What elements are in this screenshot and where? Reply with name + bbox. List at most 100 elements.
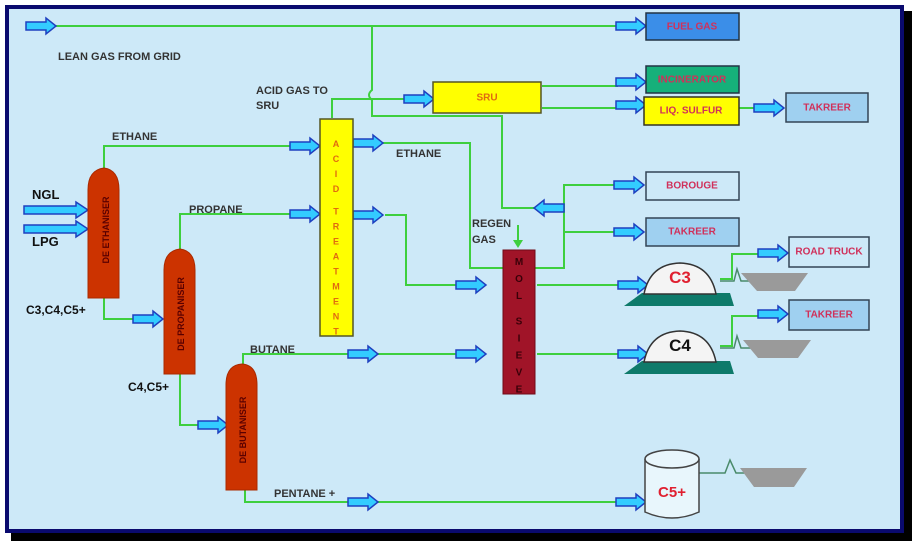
arrow-icon xyxy=(347,493,379,511)
liq-sulfur-label: LIQ. SULFUR xyxy=(660,106,724,117)
sru-unit[interactable]: SRU xyxy=(432,81,542,114)
flow-arrows xyxy=(23,17,789,511)
arrow-icon xyxy=(615,493,647,511)
stacked-letter: D xyxy=(333,184,340,194)
regen-gas-label-line1: REGEN xyxy=(472,218,511,230)
butane-label: BUTANE xyxy=(250,344,295,356)
arrow-icon xyxy=(25,17,57,35)
c3-storage-sphere[interactable]: C3 xyxy=(624,262,734,306)
lpg-arrow-icon xyxy=(23,219,90,239)
arrow-icon xyxy=(403,90,435,108)
regen-gas-arrow-head xyxy=(513,240,523,248)
c3-label: C3 xyxy=(669,268,691,287)
arrow-icon xyxy=(617,276,649,294)
pipe-ethane-top xyxy=(103,145,292,172)
arrow-icon xyxy=(613,223,645,241)
stacked-letter: T xyxy=(333,207,339,217)
stacked-letter: M xyxy=(515,257,523,268)
pipe-c3-truck xyxy=(720,253,760,280)
pipe-pentane xyxy=(244,490,618,503)
stacked-letter: O xyxy=(515,274,523,285)
c4-label: C4 xyxy=(669,336,691,355)
stacked-letter: R xyxy=(333,222,340,232)
c5-storage-tank[interactable]: C5+ xyxy=(644,449,700,519)
road-truck-label: ROAD TRUCK xyxy=(795,247,863,258)
pipe-c5-loading xyxy=(698,458,746,474)
acid-gas-label-line1: ACID GAS TO xyxy=(256,85,328,97)
stacked-letter: E xyxy=(516,385,523,396)
arrow-icon xyxy=(615,17,647,35)
sru-label: SRU xyxy=(476,93,497,104)
pipe-ethane-mid xyxy=(380,142,565,269)
stacked-letter: L xyxy=(516,291,522,302)
c5-truck-tray-icon xyxy=(740,468,807,487)
c4-storage-sphere[interactable]: C4 xyxy=(624,330,734,374)
lean-gas-label: LEAN GAS FROM GRID xyxy=(58,51,181,63)
c4-truck-tray-icon xyxy=(743,340,811,358)
arrow-icon xyxy=(289,205,321,223)
c5-label: C5+ xyxy=(658,484,686,501)
stacked-letter: T xyxy=(333,327,339,337)
pipe-c4-takreer xyxy=(720,315,760,347)
arrow-icon xyxy=(753,99,785,117)
depropaniser-label: DE PROPANISER xyxy=(176,277,186,351)
stacked-letter: V xyxy=(516,368,523,379)
stacked-letter: T xyxy=(333,267,339,277)
ethane-mid-label: ETHANE xyxy=(396,148,441,160)
debutaniser-column[interactable]: DE BUTANISER xyxy=(225,363,258,491)
fuel-gas-label: FUEL GAS xyxy=(667,22,718,33)
arrow-icon xyxy=(533,199,565,217)
ngl-arrow-icon xyxy=(23,200,90,220)
pipe-c3-loading xyxy=(720,266,751,282)
fuel-gas-box[interactable]: FUEL GAS xyxy=(645,12,740,41)
pipe-lean-gas-branch xyxy=(368,26,536,209)
arrow-icon xyxy=(289,137,321,155)
arrow-icon xyxy=(757,244,789,262)
pipe-c3c4c5 xyxy=(103,298,135,320)
debutaniser-label: DE BUTANISER xyxy=(238,396,248,463)
pipe-propane-mid xyxy=(385,214,456,286)
ngl-label: NGL xyxy=(32,187,60,202)
arrow-icon xyxy=(352,206,384,224)
arrow-icon xyxy=(347,345,379,363)
takreer-sulfur-box[interactable]: TAKREER xyxy=(785,92,869,123)
takreer-c4-label: TAKREER xyxy=(805,310,853,321)
borouge-label: BOROUGE xyxy=(666,181,718,192)
ethane-top-label: ETHANE xyxy=(112,131,157,143)
takreer-ethane-label: TAKREER xyxy=(668,227,716,238)
pentane-label: PENTANE + xyxy=(274,488,335,500)
pipe-c4-loading xyxy=(720,333,751,349)
c3c4c5-label: C3,C4,C5+ xyxy=(26,303,86,317)
stacked-letter: I xyxy=(518,334,521,345)
regen-gas-label-line2: GAS xyxy=(472,234,496,246)
stacked-letter: S xyxy=(516,317,523,328)
pipe-c4c5 xyxy=(179,374,200,426)
liq-sulfur-box[interactable]: LIQ. SULFUR xyxy=(643,96,740,126)
deethaniser-column[interactable]: DE ETHANISER xyxy=(87,167,120,299)
stacked-letter: A xyxy=(333,139,340,149)
arrow-icon xyxy=(455,345,487,363)
stacked-letter: A xyxy=(333,252,340,262)
arrow-icon xyxy=(757,305,789,323)
road-truck-box[interactable]: ROAD TRUCK xyxy=(788,236,870,268)
propane-label: PROPANE xyxy=(189,204,243,216)
stacked-letter: N xyxy=(333,312,340,322)
pipe-propane xyxy=(179,213,292,252)
borouge-box[interactable]: BOROUGE xyxy=(645,171,740,201)
incinerator-box[interactable]: INCINERATOR xyxy=(645,65,740,94)
pipe-acid-gas xyxy=(331,98,404,118)
arrow-icon xyxy=(613,176,645,194)
stacked-letter: C xyxy=(333,154,340,164)
pipe-butane xyxy=(242,353,456,365)
arrow-icon xyxy=(455,276,487,294)
incinerator-label: INCINERATOR xyxy=(658,75,727,86)
depropaniser-column[interactable]: DE PROPANISER xyxy=(163,248,196,375)
takreer-ethane-box[interactable]: TAKREER xyxy=(645,217,740,247)
takreer-sulfur-label: TAKREER xyxy=(803,103,851,114)
acid-gas-label-line2: SRU xyxy=(256,100,279,112)
takreer-c4-box[interactable]: TAKREER xyxy=(788,299,870,331)
